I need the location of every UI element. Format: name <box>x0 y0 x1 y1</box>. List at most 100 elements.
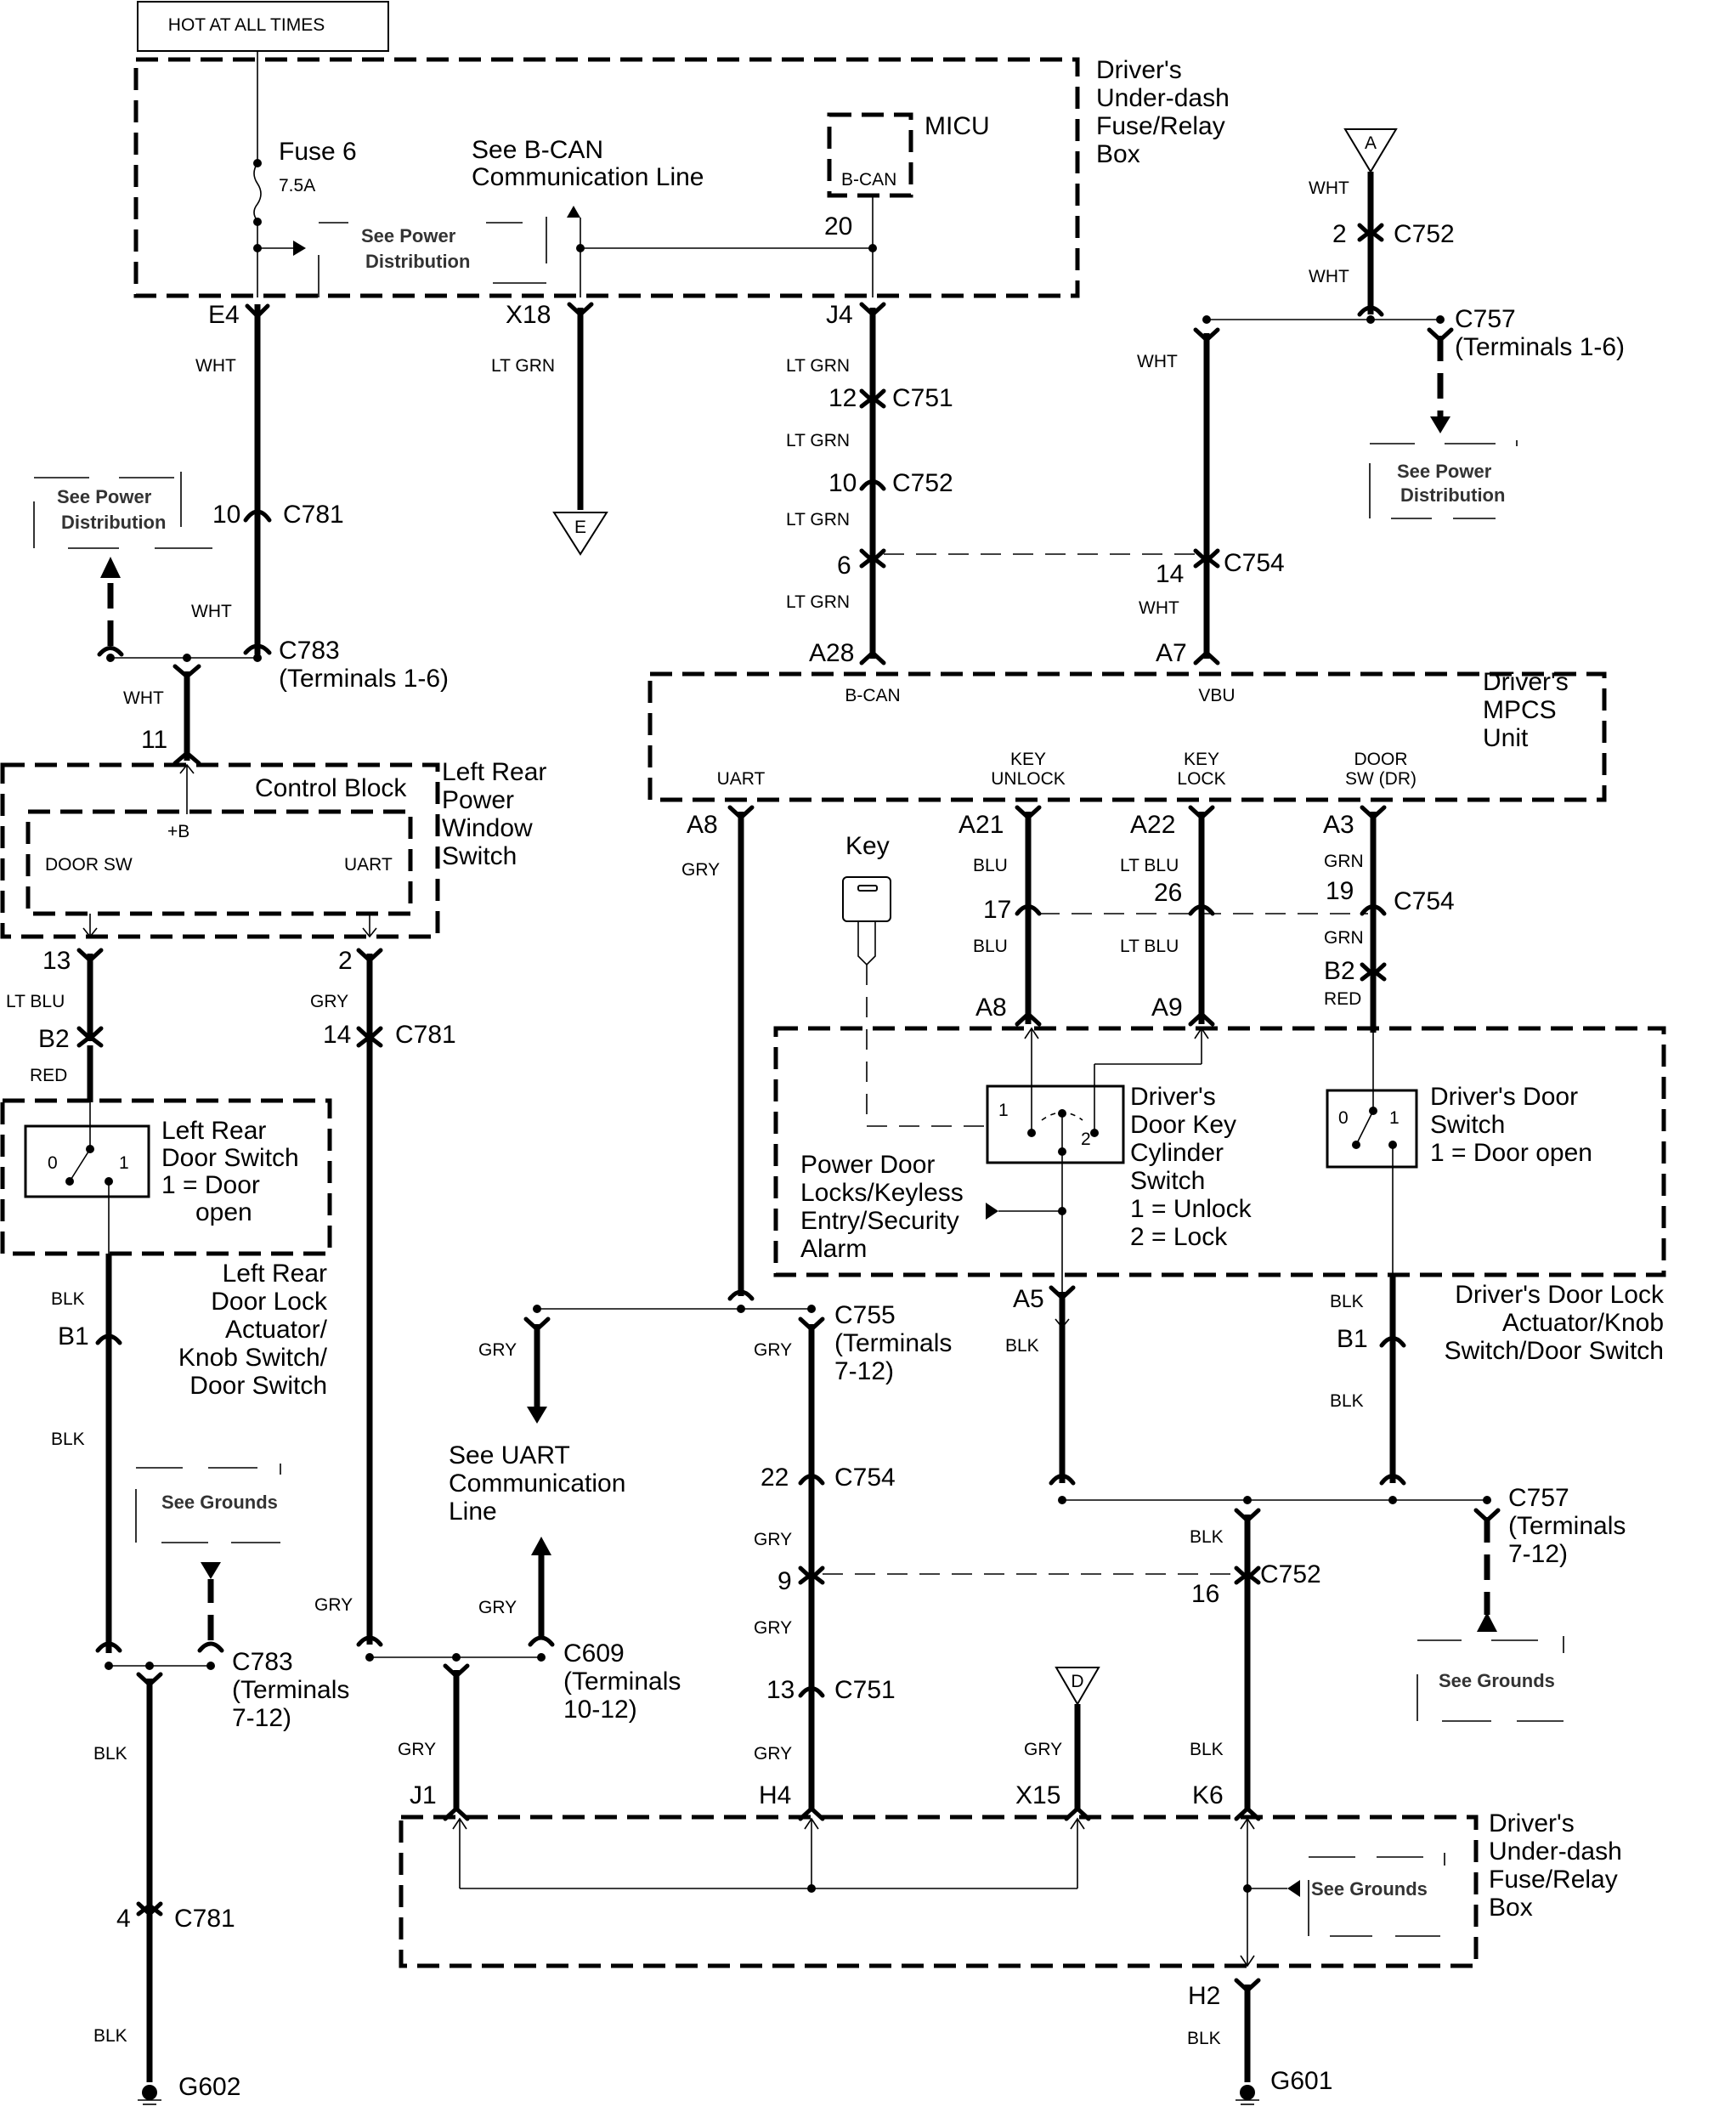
lr-window-switch-label-3: Window <box>442 814 533 842</box>
wire-color-gry-2: GRY <box>314 1595 353 1615</box>
see-power-label-2b: Distribution <box>61 512 166 533</box>
switch-pos-1: 1 <box>119 1153 129 1173</box>
connector-c783-terminals-7-12-a: (Terminals <box>232 1676 349 1704</box>
fuse-box-bottom-label-2: Under-dash <box>1489 1837 1622 1866</box>
wire-color-blk-5: BLK <box>1005 1336 1039 1356</box>
see-grounds-ref-1[interactable]: See Grounds <box>135 1464 281 1543</box>
terminal-a21: A21 <box>958 811 1004 839</box>
see-uart-ref[interactable]: See UART Communication Line <box>449 1441 625 1526</box>
terminal-22: 22 <box>761 1464 789 1492</box>
wire-color-blk-7: BLK <box>1330 1391 1364 1411</box>
wire-h2-g601: H2 BLK G601 <box>1187 1978 1332 2105</box>
see-bcan-label-2: Communication Line <box>472 163 704 191</box>
key-cylinder-label-3: Cylinder <box>1130 1139 1224 1167</box>
terminal-a8-key: A8 <box>975 994 1007 1022</box>
terminal-e4: E4 <box>208 301 240 329</box>
see-bcan-ref[interactable]: See B-CAN Communication Line <box>472 136 873 297</box>
wire-color-blk-1: BLK <box>51 1289 85 1309</box>
connector-c783-1: C783 <box>279 637 340 665</box>
wire-color-blk-10: BLK <box>1187 2029 1221 2048</box>
terminal-14-lr: 14 <box>323 1021 351 1049</box>
fuse-box-bottom-label-4: Box <box>1489 1894 1533 1922</box>
switch-pos-0: 0 <box>48 1153 58 1173</box>
see-uart-label-2: Communication <box>449 1469 625 1498</box>
pin-door-sw: DOOR SW <box>45 855 133 875</box>
terminal-a9: A9 <box>1151 994 1183 1022</box>
wire-color-lt-blu-3: LT BLU <box>1120 937 1179 956</box>
mpcs-unit: Driver's MPCS Unit B-CAN VBU UART KEY UN… <box>647 668 1607 802</box>
key-icon: Key <box>842 832 1062 1127</box>
see-uart-label-1: See UART <box>449 1441 570 1469</box>
off-page-d: D <box>1071 1672 1083 1691</box>
see-grounds-label-1: See Grounds <box>161 1492 278 1513</box>
off-page-e: E <box>574 518 586 537</box>
mpcs-pin-key-unlock-2: UNLOCK <box>991 769 1066 789</box>
see-power-distribution-ref-2[interactable]: See Power Distribution <box>33 472 212 549</box>
connector-c751-2: C751 <box>834 1676 896 1704</box>
terminal-2-lr: 2 <box>338 947 353 975</box>
key-switch-pos-1: 1 <box>998 1101 1009 1120</box>
wire-color-blk-6: BLK <box>1330 1292 1364 1311</box>
connector-c781-1: C781 <box>283 501 344 529</box>
wire-door-sw-dr: A3 GRN 19 C754 GRN B2 RED <box>1323 805 1455 1033</box>
lr-actuator-line-5: Door Switch <box>189 1372 327 1400</box>
power-door-locks-label-3: Entry/Security <box>800 1207 959 1235</box>
fuse-icon <box>253 162 262 222</box>
see-grounds-ref-3[interactable]: See Grounds <box>1308 1853 1445 1937</box>
terminal-a28: A28 <box>809 639 854 667</box>
wire-e4: E4 WHT 10 C781 WHT C783 (Terminals 1-6) <box>191 301 449 693</box>
fuse-name: Fuse 6 <box>279 138 357 166</box>
see-grounds-ref-2[interactable]: See Grounds <box>1417 1636 1564 1722</box>
wire-color-grn-1: GRN <box>1324 852 1364 871</box>
wire-uart-a8: A8 GRY GRY C755 (Terminals 7-12) GRY 22 … <box>478 805 1241 1821</box>
wire-color-red-1: RED <box>30 1066 67 1085</box>
terminal-a5: A5 <box>1013 1285 1044 1313</box>
wire-j4: J4 LT GRN 12 C751 LT GRN 10 C752 LT GRN … <box>786 301 1198 667</box>
control-block-label: Control Block <box>255 774 407 802</box>
fuse-box-top-label-2: Under-dash <box>1096 84 1230 112</box>
lr-window-switch-label-4: Switch <box>442 842 517 870</box>
terminal-11: 11 <box>141 726 167 754</box>
mpcs-pin-key-unlock-1: KEY <box>1010 750 1046 769</box>
driver-door-lock-actuator: 1 2 Driver's Door Key Cylinder Switch 1 … <box>773 1026 1666 1329</box>
arrow-up-icon <box>1477 1612 1497 1632</box>
lr-actuator-line-3: Actuator/ <box>225 1316 328 1344</box>
connector-c609-terminals-a: (Terminals <box>563 1668 681 1696</box>
connector-c609-terminals-b: 10-12) <box>563 1696 637 1724</box>
key-label: Key <box>845 832 890 860</box>
fuse-relay-box-top: Driver's Under-dash Fuse/Relay Box <box>133 56 1230 298</box>
terminal-13: 13 <box>42 947 71 975</box>
mpcs-pin-key-lock-1: KEY <box>1184 750 1219 769</box>
connector-c755-terminals-b: 7-12) <box>834 1357 894 1385</box>
connector-c752-1: C752 <box>892 469 953 497</box>
see-power-label-2a: See Power <box>57 486 152 507</box>
arrow-left-icon <box>1287 1880 1300 1897</box>
lr-actuator-line-4: Knob Switch/ <box>178 1344 328 1372</box>
terminal-13-c751: 13 <box>766 1676 794 1704</box>
fuse-box-top-label-4: Box <box>1096 140 1140 168</box>
terminal-19: 19 <box>1326 877 1354 905</box>
terminal-10: 10 <box>828 469 857 497</box>
drivers-door-lock-actuator-label: Driver's Door Lock Actuator/Knob Switch/… <box>1445 1281 1665 1365</box>
wire-blk-a5: A5 BLK BLK B1 BLK C757 (Terminals 7-12) … <box>1005 1275 1626 1821</box>
fuse-relay-box-bottom: Driver's Under-dash Fuse/Relay Box <box>399 1809 1622 1968</box>
wire-color-gry-1: GRY <box>310 992 348 1011</box>
see-power-distribution-ref-3[interactable]: See Power Distribution <box>1369 440 1518 519</box>
wire-color-gry-6: GRY <box>478 1340 517 1360</box>
see-power-label-3a: See Power <box>1397 461 1492 482</box>
arrow-up-icon <box>531 1537 551 1555</box>
door-switch-pos-1: 1 <box>1389 1108 1400 1128</box>
wire-color-gry-3: GRY <box>478 1598 517 1617</box>
connector-c783-terminals-1-6: (Terminals 1-6) <box>279 665 449 693</box>
wire-color-blk-8: BLK <box>1190 1527 1224 1547</box>
wire-key-lock: A22 LT BLU 26 LT BLU A9 <box>1120 805 1215 1027</box>
wire-color-blk-4: BLK <box>93 2026 127 2046</box>
connector-c752-3: C752 <box>1260 1560 1321 1588</box>
see-power-distribution-ref-1[interactable]: See Power Distribution <box>318 217 547 297</box>
terminal-x15: X15 <box>1015 1781 1060 1809</box>
off-page-a-icon <box>1343 128 1398 173</box>
pin-uart: UART <box>344 855 393 875</box>
fuse-box-bottom-label-1: Driver's <box>1489 1809 1575 1837</box>
mpcs-pin-door-sw-1: DOOR <box>1354 750 1408 769</box>
